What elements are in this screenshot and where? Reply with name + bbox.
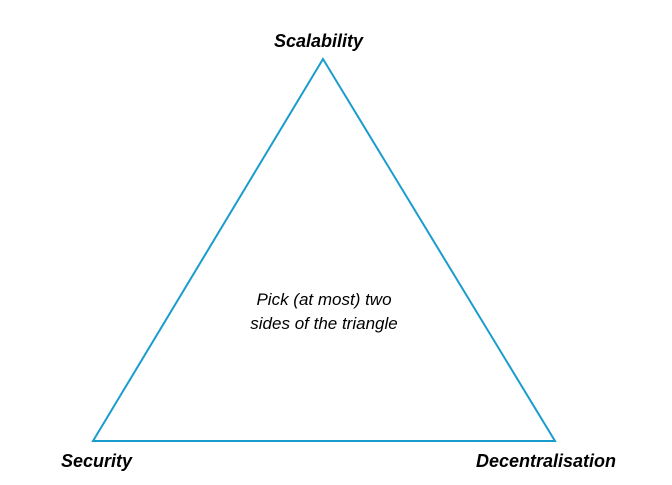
vertex-label-decentralisation: Decentralisation: [476, 451, 617, 471]
triangle-shape: [91, 57, 557, 442]
center-caption-line-1: Pick (at most) two: [256, 290, 392, 309]
center-caption: Pick (at most) two sides of the triangle: [214, 288, 434, 336]
center-caption-line-2: sides of the triangle: [250, 314, 398, 333]
vertex-label-scalability: Scalability: [274, 31, 364, 51]
vertex-label-security: Security: [61, 451, 133, 471]
